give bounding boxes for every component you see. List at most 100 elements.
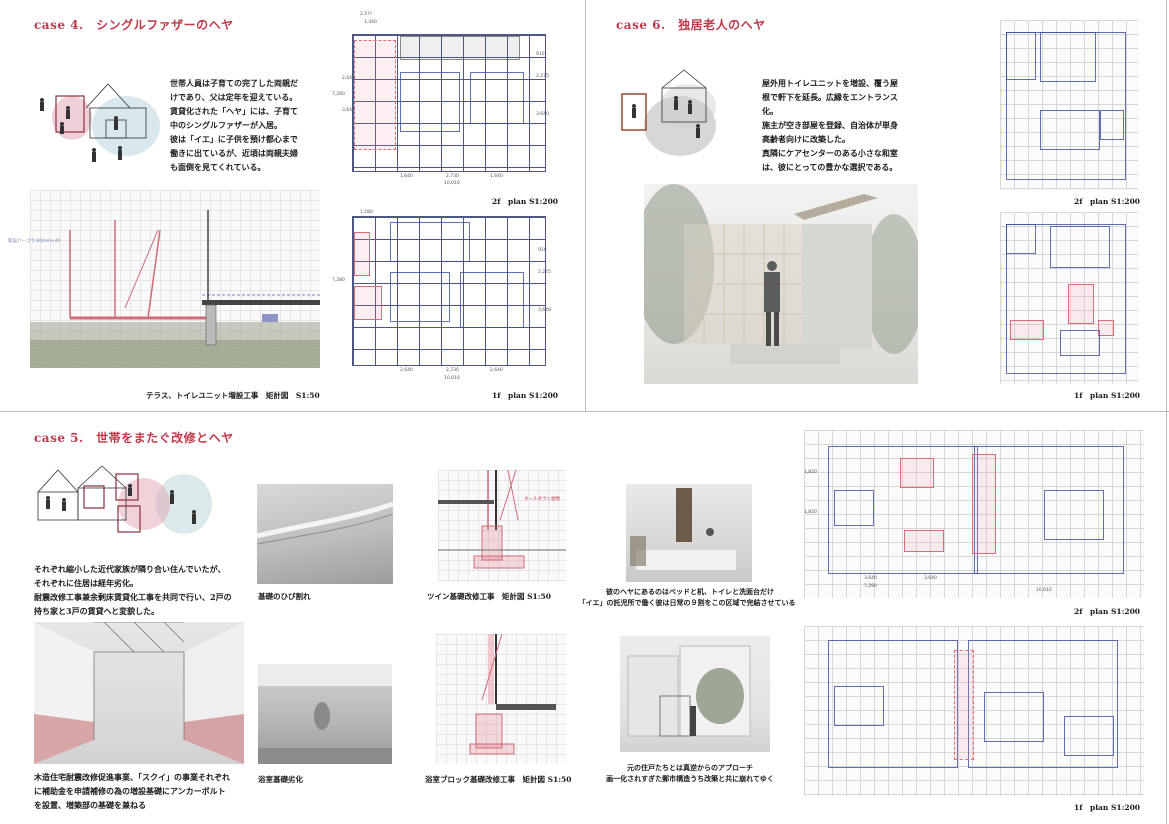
foundation-crack-photo <box>257 484 393 584</box>
case4-line: 中のシングルファザーが入居。 <box>170 120 282 130</box>
block-foundation-section <box>436 633 566 764</box>
bath-deterioration-photo <box>258 664 392 764</box>
case4-line: 賃貸化された「ヘヤ」には、子育て <box>170 106 298 116</box>
case5-title: case 5. 世帯をまたぐ改修とヘヤ <box>34 431 234 445</box>
block-section-svg <box>469 633 556 755</box>
case5-plan1f-caption: 1f plan S1:200 <box>1074 803 1141 812</box>
dim-label: 2,275 <box>536 74 549 79</box>
case4-description: 世帯人員は子育ての完了した両親だ けであり、父は定年を迎えている。 賃貸化された… <box>170 76 305 174</box>
case5-line: それぞれに住居は経年劣化。 <box>34 578 138 588</box>
dim-label: 1,640 <box>400 174 413 179</box>
holdown-label: ホールダウン金物 <box>524 497 560 502</box>
crack-caption: 基礎のひび割れ <box>258 592 311 601</box>
case5-line: 耐震改修工事兼余剰床賃貸化工事を共同で行い、2戸の <box>34 592 232 602</box>
dim-label: 1,440 <box>364 20 377 25</box>
case6-line: 真隣にケアセンターのある小さな和室 <box>762 148 898 158</box>
case6-line: 高齢者向けに改築した。 <box>762 134 850 144</box>
dim-label: 7,280 <box>332 92 345 97</box>
approach-photo <box>620 636 770 752</box>
twin-foundation-section: ホールダウン金物 <box>438 469 566 582</box>
case5-plan-1f <box>804 626 1144 796</box>
dim-label: 2,730 <box>446 174 459 179</box>
case5-plan2f-caption: 2f plan S1:200 <box>1074 607 1141 616</box>
case4-plan-2f: 2,5?? 1,440 7,280 2,640 3,640 910 2,275 … <box>330 12 558 188</box>
house-diagram-icon <box>621 69 716 156</box>
case6-plan1f-caption: 1f plan S1:200 <box>1074 391 1141 400</box>
dim-label: 7,280 <box>332 278 345 283</box>
case5-description-bottom: 木造住宅耐震改修促進事業、「スクイ」の事業それぞれ に補助金を申請補修の為の増設… <box>34 770 264 812</box>
case6-description: 屋外用トイレユニットを増設、覆う屋 根で軒下を延長。広縁をエントランス 化。 施… <box>762 76 902 174</box>
case4-line: も面倒を見てくれている。 <box>170 162 266 172</box>
section-label: 新設パーゴラ 60mm×4P <box>8 239 61 244</box>
case5-line: 持ち家と3戸の賃貸へと変貌した。 <box>34 606 160 616</box>
case4-plan2f-caption: 2f plan S1:200 <box>492 197 559 206</box>
case4-section-drawing: 新設パーゴラ 60mm×4P <box>8 190 320 368</box>
dim-label: 2,5?? <box>360 12 372 17</box>
case4-line: けであり、父は定年を迎えている。 <box>170 92 298 102</box>
case6-illustration <box>618 66 730 162</box>
dim-label: 7,280 <box>864 584 877 589</box>
dim-label: 3,640 <box>342 108 355 113</box>
case6-line: は、彼にとっての豊かな選択である。 <box>762 162 898 172</box>
corridor-rendering <box>34 622 244 764</box>
rendering-svg <box>644 184 918 364</box>
dim-label: 1,820 <box>804 510 817 515</box>
case5-line: 木造住宅耐震改修促進事業、「スクイ」の事業それぞれ <box>34 772 230 782</box>
section-svg <box>30 210 320 368</box>
bath-svg <box>258 664 392 764</box>
case6-rendering <box>644 184 918 384</box>
case4-section-caption: テラス、トイレユニット増設工事 矩計図 S1:50 <box>146 391 320 400</box>
dim-label: 1,640 <box>490 174 503 179</box>
dim-label: 2,640 <box>400 368 413 373</box>
case5-illustration <box>34 464 214 550</box>
dim-label: 2,640 <box>342 76 355 81</box>
right-edge-divider <box>1166 0 1167 824</box>
case6-plan-2f <box>1000 20 1138 190</box>
case6-title: case 6. 独居老人のヘヤ <box>616 18 766 32</box>
case4-line: 世帯人員は子育ての完了した両親だ <box>170 78 298 88</box>
block-caption: 浴室ブロック基礎改修工事 矩計図 S1:50 <box>425 775 572 784</box>
dim-label: 1,820 <box>804 470 817 475</box>
case6-line: 屋外用トイレユニットを増設、覆う屋 <box>762 78 898 88</box>
case5-line: に補助金を申請補修の為の増設基礎にアンカーボルト <box>34 786 226 796</box>
dim-label: 10,010 <box>444 181 460 186</box>
approach-caption-line: 画一化されすぎた郵市構造うち改築と共に崩れてゆく <box>606 774 774 783</box>
dim-label: 3,640 <box>536 112 549 117</box>
case4-plan-1f: 1,580 7,280 910 2,275 3,640 2,640 2,730 … <box>330 208 558 386</box>
case4-line: 彼は「イエ」に子供を預け都心まで <box>170 134 298 144</box>
twin-section-svg <box>438 469 566 569</box>
case6-line: 施主が空き部屋を登録、自治体が単身 <box>762 120 898 130</box>
approach-caption: 元の住戸たちとは真逆からのアプローチ 画一化されすぎた郵市構造うち改築と共に崩れ… <box>580 762 800 784</box>
room-caption: 彼のヘヤにあるのはベッドと机、トイレと洗面台だけ 「イエ」の託児所で働く彼は日常… <box>579 586 800 608</box>
case6-line: 化。 <box>762 106 778 116</box>
dim-label: 2,730 <box>446 368 459 373</box>
dim-label: 910 <box>536 52 545 57</box>
dim-label: 3,640 <box>924 576 937 581</box>
case4-line: 働きに出ているが、近頃は両親夫婦 <box>170 148 298 158</box>
case6-plan-1f <box>1000 212 1138 384</box>
dim-label: 3,640 <box>538 308 551 313</box>
room-photo <box>626 484 752 582</box>
center-divider <box>585 0 586 412</box>
case6-line: 根で軒下を延長。広縁をエントランス <box>762 92 898 102</box>
case5-line: それぞれ縮小した近代家族が隣り合い住んでいたが、 <box>34 564 226 574</box>
case6-plan2f-caption: 2f plan S1:200 <box>1074 197 1141 206</box>
room-svg <box>630 488 736 570</box>
dim-label: 3,640 <box>864 576 877 581</box>
dim-label: 10,010 <box>444 376 460 381</box>
corridor-svg <box>34 622 244 764</box>
approach-svg <box>627 645 751 737</box>
dim-label: 1,580 <box>360 210 373 215</box>
case5-line: を設置、増築部の基礎を兼ねる <box>34 800 146 810</box>
middle-divider <box>0 411 1169 412</box>
house-diagram-icon <box>40 83 160 162</box>
dim-label: 2,640 <box>490 368 503 373</box>
room-caption-line: 彼のヘヤにあるのはベッドと机、トイレと洗面台だけ <box>606 587 774 596</box>
room-caption-line: 「イエ」の託児所で働く彼は日常の９割をこの区域で完結させている <box>578 598 796 607</box>
twin-caption: ツイン基礎改修工事 矩計図 S1:50 <box>427 592 551 601</box>
crack-svg <box>257 501 393 545</box>
case4-title: case 4. シングルファザーのヘヤ <box>34 18 234 32</box>
house-diagram-icon <box>37 465 212 534</box>
dim-label: 2,275 <box>538 270 551 275</box>
case4-illustration <box>34 78 164 168</box>
